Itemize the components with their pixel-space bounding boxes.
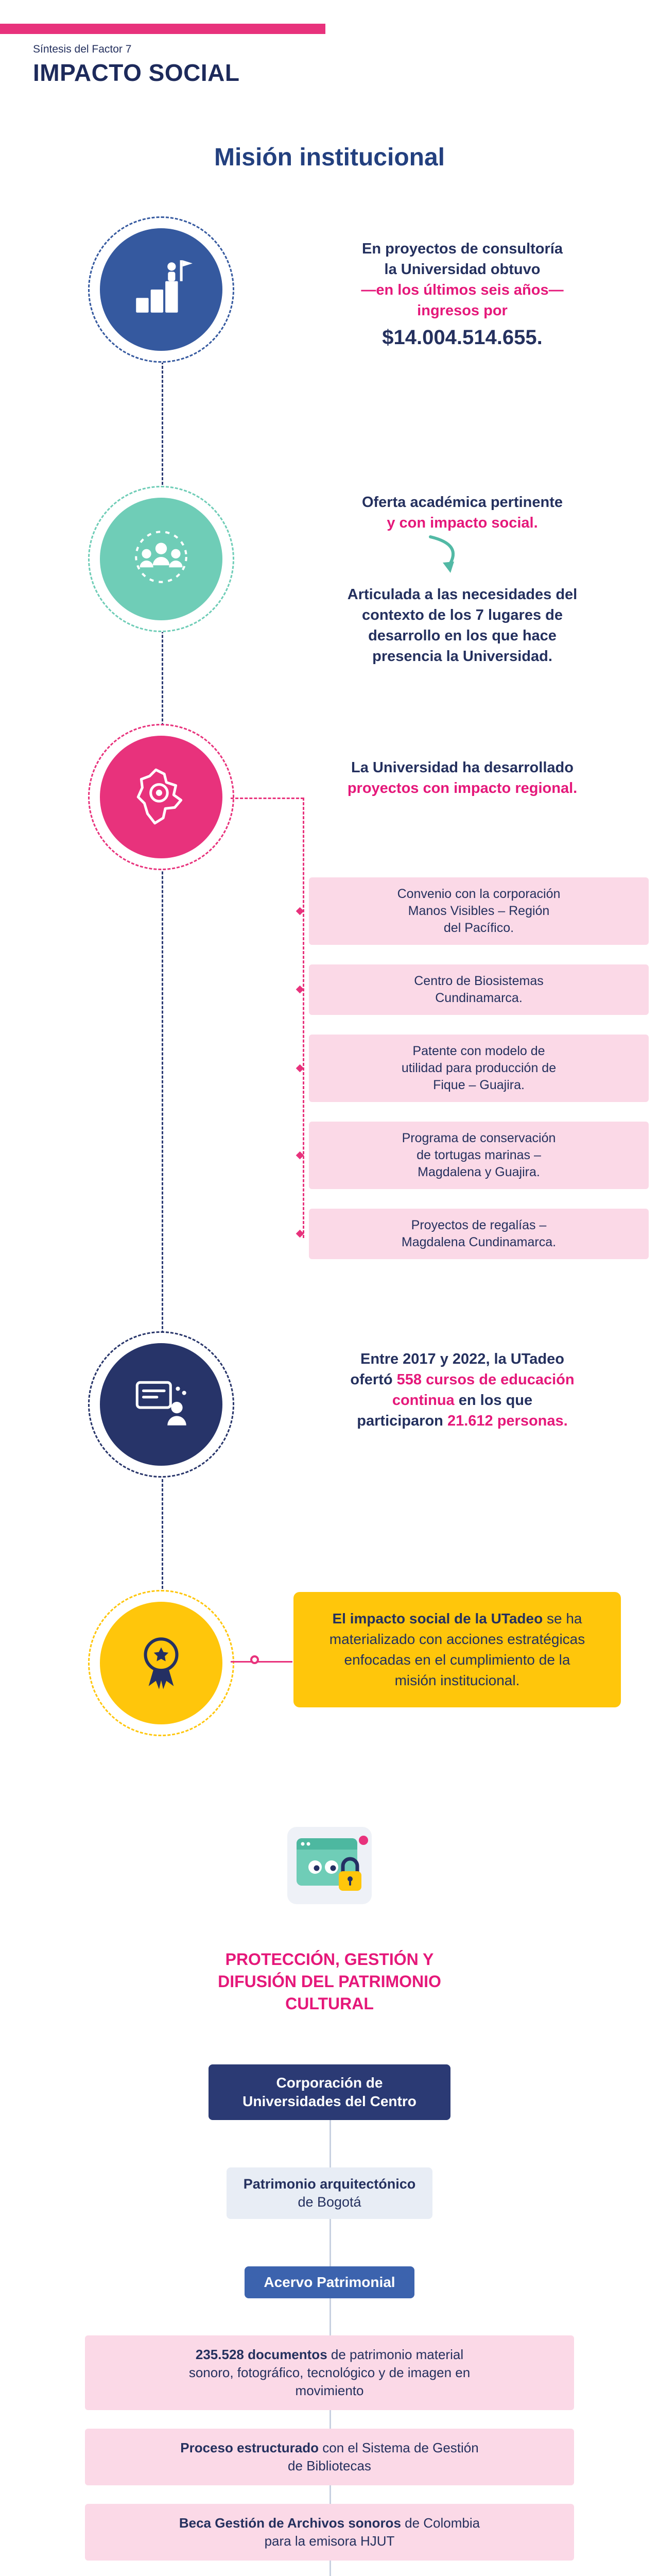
timeline-dashed-line	[162, 282, 163, 1663]
acervo-item-bold: 235.528 documentos	[195, 2347, 331, 2362]
heritage-protection-illustration	[278, 1823, 381, 1916]
consultoria-amount: $14.004.514.655.	[382, 326, 543, 349]
impacto-bold: El impacto social de la UTadeo	[332, 1611, 547, 1626]
consultoria-circle	[100, 228, 222, 351]
colombia-map-icon	[136, 768, 183, 825]
acervo-item: Proceso estructurado con el Sistema de G…	[85, 2429, 574, 2485]
impacto-connector-node	[250, 1655, 259, 1664]
impacto-connector-line	[231, 1661, 292, 1663]
training-screen-icon	[135, 1381, 186, 1426]
acervo-item-bold: Beca Gestión de Archivos sonoros	[179, 2515, 405, 2531]
timeline-node-impacto	[88, 1590, 234, 1736]
oferta-highlight: y con impacto social.	[387, 515, 538, 531]
impacto-circle	[100, 1602, 222, 1724]
timeline-node-oferta	[88, 486, 234, 632]
node-patrimonio-bold: Patrimonio arquitectónico	[243, 2176, 416, 2192]
project-box: Programa de conservación de tortugas mar…	[309, 1122, 649, 1189]
educacion-circle	[100, 1343, 222, 1466]
oferta-circle	[100, 498, 222, 620]
acervo-item: Beca Gestión de Archivos sonoros de Colo…	[85, 2504, 574, 2561]
community-icon	[135, 531, 187, 583]
project-box: Proyectos de regalías – Magdalena Cundin…	[309, 1209, 649, 1259]
timeline-node-educacion	[88, 1331, 234, 1478]
node-patrimonio-rest: de Bogotá	[298, 2194, 361, 2210]
impacto-rest: se ha materializado con acciones estraté…	[329, 1611, 585, 1688]
consultoria-lead: En proyectos de consultoría la Universid…	[362, 241, 563, 278]
educacion-part1: Entre 2017 y 2022, la UTadeo ofertó	[350, 1351, 564, 1388]
consultoria-highlight: —en los últimos seis años— ingresos por	[361, 282, 564, 319]
acervo-item-bold: Proceso estructurado	[180, 2440, 323, 2455]
regional-highlight: proyectos con impacto regional.	[347, 780, 578, 796]
regional-text: La Universidad ha desarrollado proyectos…	[278, 757, 647, 799]
kicker: Síntesis del Factor 7	[33, 43, 132, 55]
patrimonio-heading: PROTECCIÓN, GESTIÓN Y DIFUSIÓN DEL PATRI…	[218, 1950, 441, 2013]
top-accent-bar	[0, 24, 325, 34]
regional-connector-horizontal	[231, 798, 304, 799]
project-box: Centro de Biosistemas Cundinamarca.	[309, 964, 649, 1015]
impacto-highlight-box: El impacto social de la UTadeo se ha mat…	[293, 1592, 621, 1707]
mission-timeline: En proyectos de consultoría la Universid…	[0, 215, 659, 1766]
timeline-node-consultoria	[88, 216, 234, 363]
mission-section-title: Misión institucional	[214, 144, 445, 171]
oferta-detail: Articulada a las necesidades del context…	[347, 586, 578, 665]
consultoria-text: En proyectos de consultoría la Universid…	[278, 239, 647, 348]
educacion-paragraph: Entre 2017 y 2022, la UTadeo ofertó 558 …	[349, 1349, 576, 1431]
acervo-item-rest: con el Sistema de Gestión de Bibliotecas	[288, 2440, 479, 2473]
acervo-item: 235.528 documentos de patrimonio materia…	[85, 2335, 574, 2410]
curved-arrow-down-icon	[421, 534, 467, 579]
growth-podium-icon	[136, 260, 193, 313]
educacion-text: Entre 2017 y 2022, la UTadeo ofertó 558 …	[278, 1349, 647, 1431]
node-patrimonio-arquitectonico: Patrimonio arquitectónico de Bogotá	[227, 2167, 432, 2219]
acervo-item-rest: de patrimonio material sonoro, fotográfi…	[188, 2347, 471, 2398]
project-box: Patente con modelo de utilidad para prod…	[309, 1035, 649, 1102]
regional-lead: La Universidad ha desarrollado	[351, 759, 574, 776]
node-corporacion: Corporación de Universidades del Centro	[209, 2064, 450, 2120]
node-acervo-patrimonial: Acervo Patrimonial	[245, 2266, 414, 2298]
educacion-part3: en los que participaron	[357, 1392, 533, 1429]
educacion-part2: 558 cursos de educación continua	[392, 1371, 575, 1409]
regional-connector-vertical	[303, 798, 304, 1238]
patrimonio-orgchart: Corporación de Universidades del Centro …	[72, 2064, 587, 2576]
acervo-item-rest: de Colombia para la emisora HJUT	[264, 2515, 480, 2549]
page-title: IMPACTO SOCIAL	[33, 59, 240, 86]
oferta-text: Oferta académica pertinente y con impact…	[278, 492, 647, 533]
regional-projects-list: Convenio con la corporación Manos Visibl…	[309, 877, 649, 1259]
patrimonio-section: PROTECCIÓN, GESTIÓN Y DIFUSIÓN DEL PATRI…	[0, 1823, 659, 2576]
educacion-part4: 21.612 personas.	[447, 1413, 568, 1429]
project-box: Convenio con la corporación Manos Visibl…	[309, 877, 649, 945]
medal-icon	[144, 1637, 179, 1689]
regional-circle	[100, 736, 222, 858]
oferta-lead: Oferta académica pertinente	[361, 494, 563, 511]
timeline-node-regional	[88, 724, 234, 870]
oferta-detail-wrap: Articulada a las necesidades del context…	[278, 584, 647, 667]
